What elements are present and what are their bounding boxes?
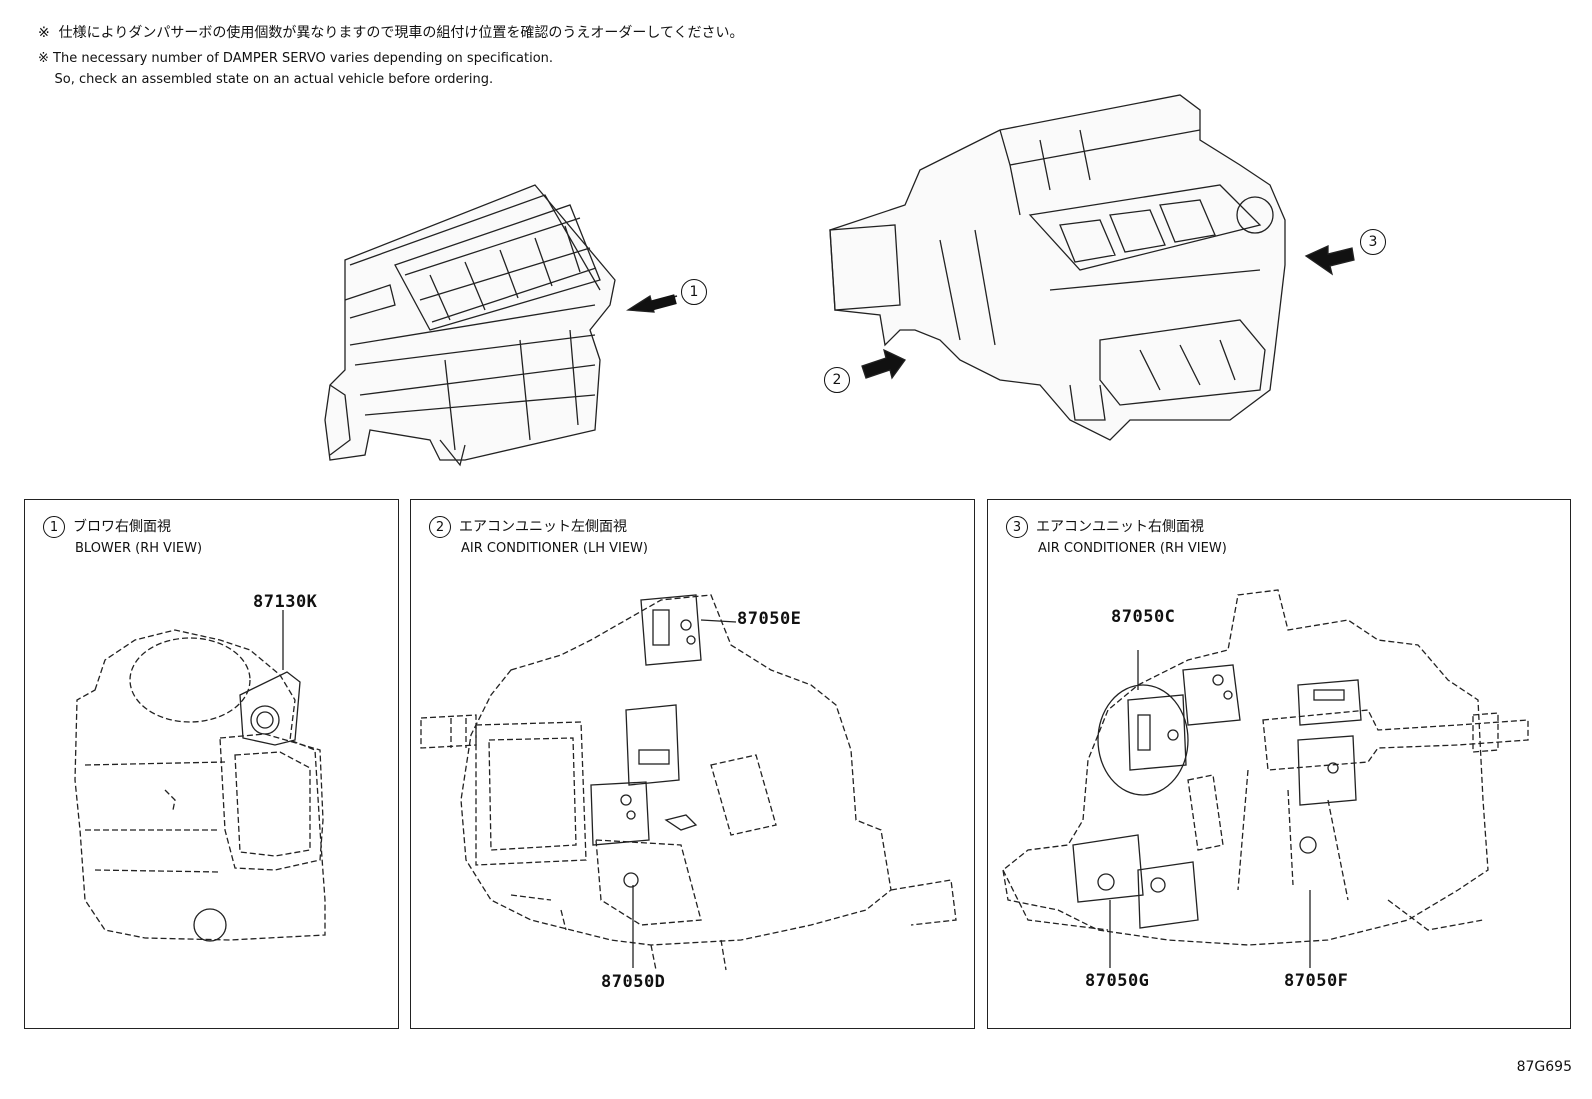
panel-title-en: AIR CONDITIONER (LH VIEW) xyxy=(461,541,648,556)
blower-unit-illustration xyxy=(324,184,616,467)
part-number: 87050G xyxy=(1085,971,1150,991)
panel-title: 3 エアコンユニット右側面視 AIR CONDITIONER (RH VIEW) xyxy=(1006,516,1227,559)
panel-title-jp: エアコンユニット右側面視 xyxy=(1036,519,1204,535)
ac-unit-illustration xyxy=(829,94,1286,441)
panel-title-jp: エアコンユニット左側面視 xyxy=(459,519,627,535)
callout-1: 1 xyxy=(681,279,707,305)
panel-blower-rh-view: 1 ブロワ右側面視 BLOWER (RH VIEW) 87130K xyxy=(24,499,399,1029)
diagram-code: 87G695 xyxy=(1516,1059,1572,1075)
panel-number: 3 xyxy=(1006,516,1028,538)
part-number: 87050D xyxy=(601,972,666,992)
part-number: 87050C xyxy=(1111,607,1176,627)
panel-title-en: BLOWER (RH VIEW) xyxy=(75,541,203,556)
panel-title: 1 ブロワ右側面視 BLOWER (RH VIEW) xyxy=(43,516,202,559)
note-english-line1: ※ The necessary number of DAMPER SERVO v… xyxy=(38,51,554,66)
ac-rh-diagram xyxy=(1002,589,1529,968)
part-number: 87050F xyxy=(1284,971,1349,991)
panel-title: 2 エアコンユニット左側面視 AIR CONDITIONER (LH VIEW) xyxy=(429,516,648,559)
callout-3: 3 xyxy=(1360,229,1386,255)
part-number: 87130K xyxy=(253,592,318,612)
blower-diagram xyxy=(74,610,326,942)
part-number: 87050E xyxy=(737,609,802,629)
note-japanese: ※ 仕様によりダンパサーボの使用個数が異なりますので現車の組付け位置を確認のうえ… xyxy=(38,25,744,41)
note-english-line2: So, check an assembled state on an actua… xyxy=(38,72,494,87)
ac-lh-diagram xyxy=(420,594,957,971)
panel-title-jp: ブロワ右側面視 xyxy=(73,519,171,535)
callout-2: 2 xyxy=(824,367,850,393)
panel-number: 1 xyxy=(43,516,65,538)
panel-number: 2 xyxy=(429,516,451,538)
panel-title-en: AIR CONDITIONER (RH VIEW) xyxy=(1038,541,1227,556)
